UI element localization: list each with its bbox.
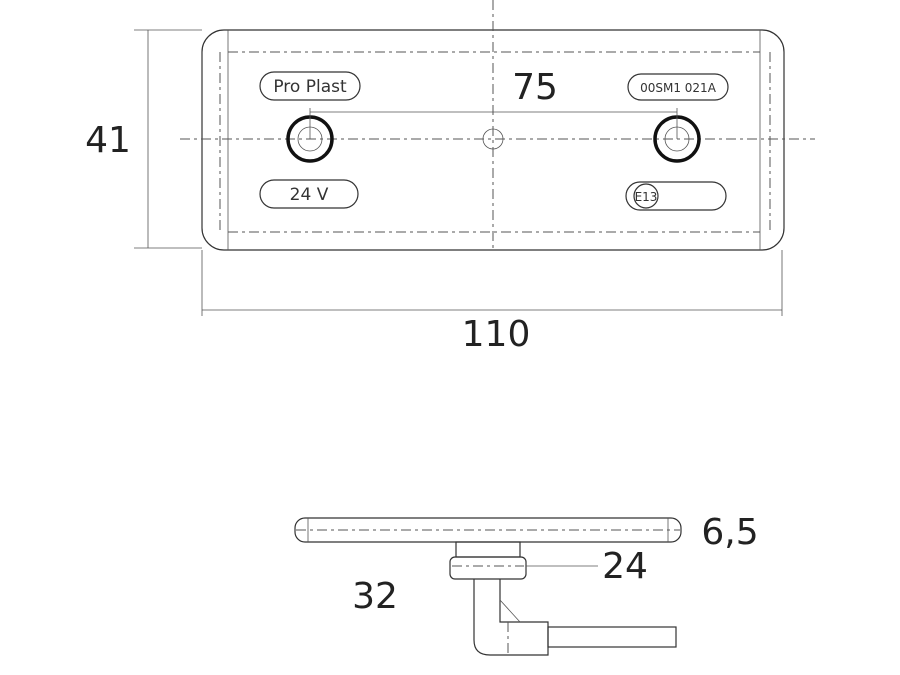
side-view: 6,5 24 32 — [294, 512, 759, 656]
dim-thickness: 6,5 — [701, 512, 758, 553]
cable-elbow — [473, 579, 549, 656]
code-marking: 00SM1 021A — [640, 81, 717, 95]
dim-height: 41 — [85, 120, 131, 161]
top-view: Pro Plast 24 V 00SM1 021A E13 41 75 110 — [85, 0, 815, 355]
voltage-marking: 24 V — [290, 185, 329, 205]
brand-marking: Pro Plast — [273, 77, 347, 97]
cable — [547, 626, 677, 648]
approval-marking: E13 — [635, 190, 658, 204]
dim-base-diameter: 24 — [602, 546, 648, 587]
dim-hole-spacing: 75 — [512, 67, 558, 108]
dim-depth: 32 — [352, 576, 398, 617]
dim-width: 110 — [462, 314, 531, 355]
base-socket — [449, 556, 527, 580]
